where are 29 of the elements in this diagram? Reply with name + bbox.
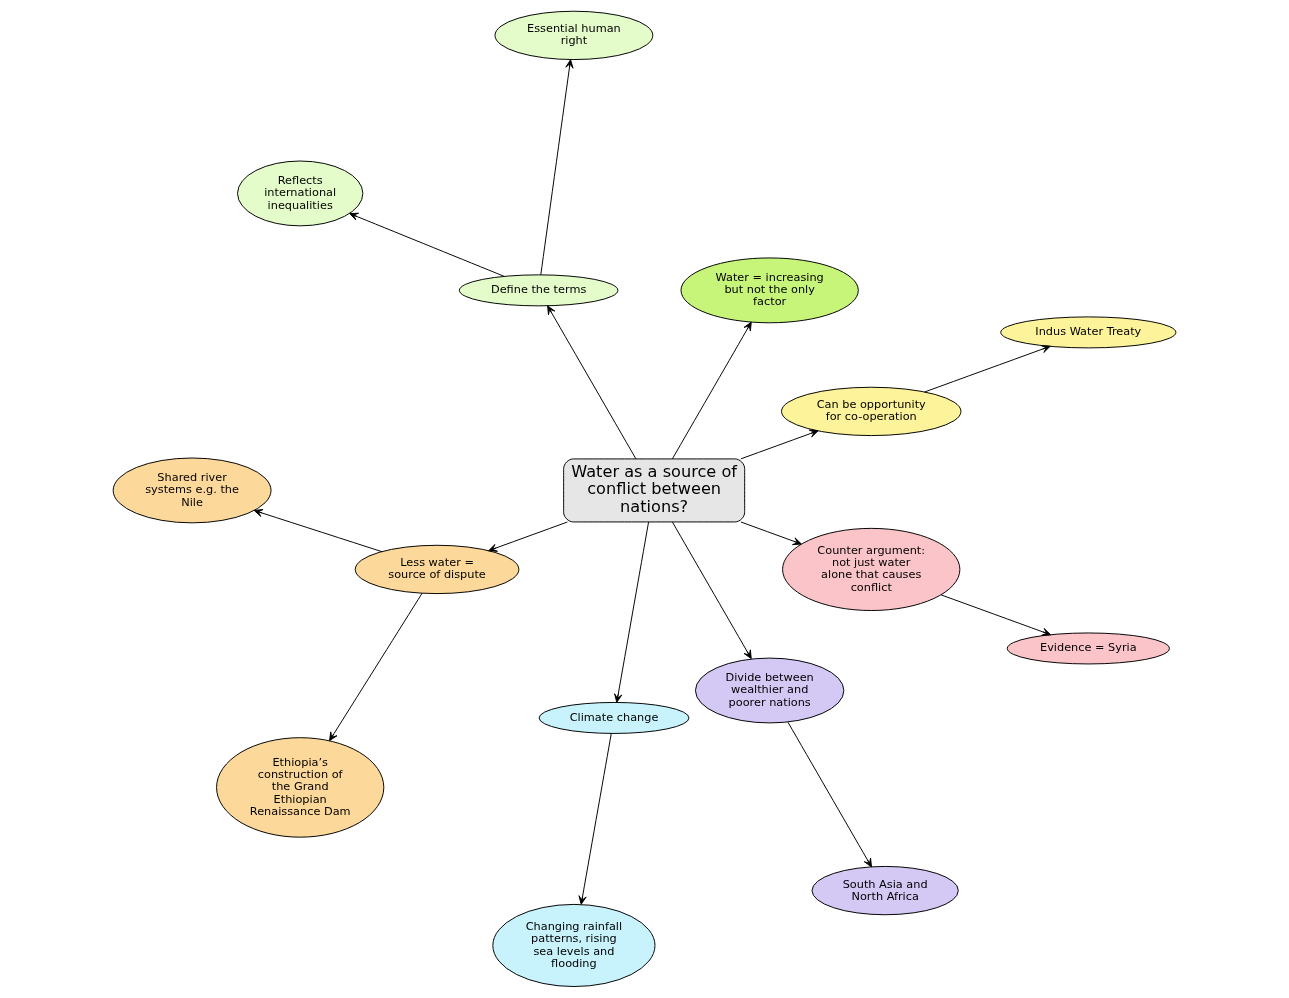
arrow xyxy=(253,509,383,553)
arrow xyxy=(740,521,802,546)
node-ellipse: Indus Water Treaty xyxy=(1000,316,1177,349)
arrow xyxy=(924,345,1051,393)
arrow xyxy=(329,592,423,742)
arrow xyxy=(740,429,819,460)
arrow xyxy=(671,521,752,660)
arrow xyxy=(547,305,637,460)
node-ellipse: Define the terms xyxy=(458,274,619,307)
node-ellipse: Shared river systems e.g. the Nile xyxy=(112,457,272,524)
node-ellipse: Ethiopia’s construction of the Grand Ethiopian Renaissance Dam xyxy=(216,737,385,838)
node-ellipse: Water = increasing but not the only factor xyxy=(680,257,859,324)
node-ellipse: Reflects international inequalities xyxy=(237,160,364,227)
node-box: Water as a source of conflict between nations? xyxy=(563,458,746,523)
arrow xyxy=(540,59,574,276)
arrow xyxy=(787,721,872,868)
node-ellipse: South Asia and North Africa xyxy=(811,865,959,916)
arrow xyxy=(940,594,1051,636)
arrow xyxy=(614,521,650,703)
arrow xyxy=(671,321,752,460)
node-ellipse: Evidence = Syria xyxy=(1006,632,1170,665)
arrow xyxy=(578,733,612,905)
node-ellipse: Essential human right xyxy=(494,10,654,61)
node-ellipse: Climate change xyxy=(538,701,690,734)
node-ellipse: Divide between wealthier and poorer nations xyxy=(694,657,845,724)
arrow xyxy=(349,212,505,277)
arrow xyxy=(488,521,568,552)
node-ellipse: Changing rainfall patterns, rising sea levels and flooding xyxy=(492,903,656,987)
node-ellipse: Counter argument: not just water alone that causes conflict xyxy=(782,527,961,611)
